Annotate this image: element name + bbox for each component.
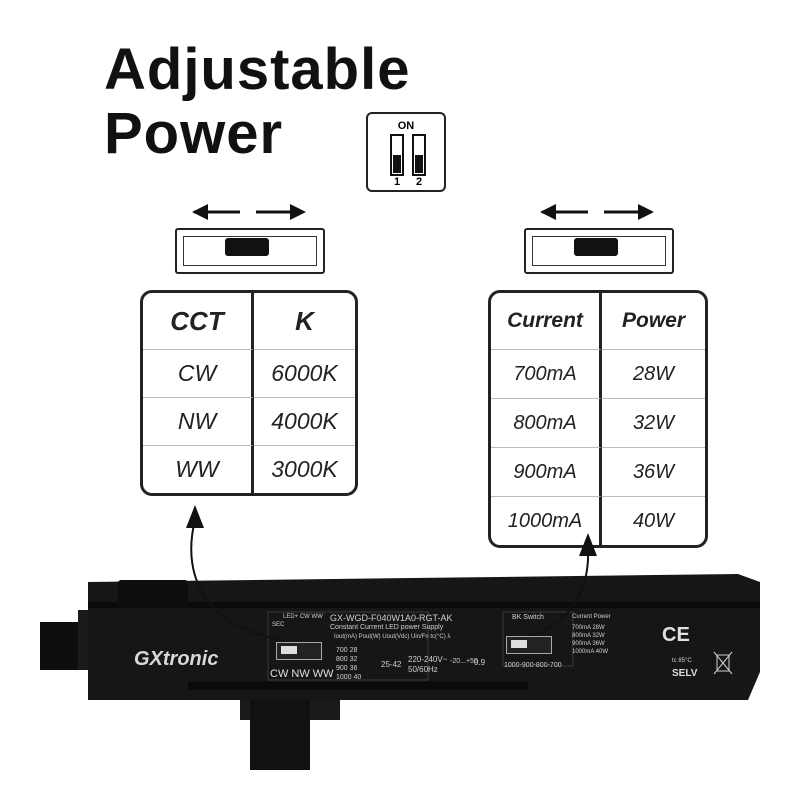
- cct-slide-knob[interactable]: [225, 238, 269, 256]
- driver-vout: 25-42: [381, 660, 402, 669]
- power-slide-knob[interactable]: [574, 238, 618, 256]
- driver-model: GX-WGD-F040W1A0-RGT-AK: [330, 613, 453, 623]
- driver-cct-switch-labels: CW NW WW: [270, 668, 334, 680]
- driver-mini-header: Current Power: [572, 614, 611, 620]
- right-bidirectional-arrow-icon: [540, 204, 654, 220]
- table-row: CW 6000K: [143, 350, 355, 398]
- power-cell: 36W: [602, 448, 705, 497]
- cct-cell: NW: [143, 398, 254, 446]
- driver-pf: 0.9: [474, 658, 486, 667]
- driver-brand-logo: GXtronic: [134, 648, 219, 670]
- driver-freq: 50/60Hz: [408, 665, 438, 674]
- driver-power-switch[interactable]: [506, 636, 552, 654]
- driver-temp: -20...+50: [450, 658, 478, 665]
- cct-cell: WW: [143, 446, 254, 493]
- table-row: WW 3000K: [143, 446, 355, 493]
- dip-num-2: 2: [416, 176, 423, 188]
- dip-switch-1: [390, 134, 404, 176]
- driver-bk-values: 1000-900-800-700: [504, 662, 562, 669]
- dip-switch-icon: ON 1 2: [366, 112, 446, 192]
- selv-mark: SELV: [672, 668, 698, 679]
- table-row: NW 4000K: [143, 398, 355, 446]
- dip-switch-2: [412, 134, 426, 176]
- driver-sec-label: SEC: [272, 622, 285, 628]
- track-adapter-foot: [250, 700, 310, 770]
- table-row: 1000mA 40W: [491, 497, 705, 545]
- headline: Adjustable Power: [104, 38, 411, 166]
- power-cell: 40W: [632, 509, 675, 532]
- driver-tc-label: tc 85°C: [672, 658, 692, 664]
- cct-cell: CW: [143, 350, 254, 398]
- table-row: 800mA 32W: [491, 399, 705, 448]
- driver-subtitle: Constant Current LED power Supply: [330, 624, 444, 631]
- power-slide-switch[interactable]: [524, 228, 674, 274]
- dip-on-label: ON: [397, 120, 415, 132]
- driver-spec-rows: 700 28 800 32 900 36 1000 40: [336, 647, 362, 681]
- headline-line-1: Adjustable: [104, 37, 411, 102]
- k-cell: 6000K: [254, 350, 355, 398]
- ce-mark-icon: CE: [662, 624, 690, 646]
- power-cell: 32W: [602, 399, 705, 448]
- table-row: 900mA 36W: [491, 448, 705, 497]
- weee-bin-icon: [713, 651, 733, 675]
- table-row: 700mA 28W: [491, 350, 705, 399]
- driver-mini-table: 700mA 28W 800mA 32W 900mA 36W 1000mA 40W: [572, 625, 609, 655]
- driver-vin: 220-240V~: [408, 655, 448, 664]
- driver-spec-headers: Iout(mA) Pout(W) Uout(Vdc) Uin/Fn tc(°C)…: [334, 634, 451, 640]
- k-header: K: [254, 293, 355, 350]
- current-cell: 900mA: [491, 448, 602, 497]
- k-cell: 4000K: [254, 398, 355, 446]
- power-table: Current Power 700mA 28W 800mA 32W 900mA …: [488, 290, 708, 548]
- driver-cct-switch[interactable]: [276, 642, 322, 660]
- current-cell: 1000mA: [491, 497, 602, 545]
- cct-header: CCT: [143, 293, 254, 350]
- cct-table: CCT K CW 6000K NW 4000K WW 3000K: [140, 290, 358, 496]
- current-header: Current: [491, 293, 602, 350]
- driver-bk-switch-label: BK Switch: [512, 614, 544, 621]
- current-cell: 800mA: [491, 399, 602, 448]
- left-bidirectional-arrow-icon: [192, 204, 306, 220]
- k-cell: 3000K: [271, 456, 338, 482]
- driver-led-labels: LED+ CW WW: [283, 614, 323, 620]
- power-header: Power: [602, 293, 705, 350]
- cct-slide-switch[interactable]: [175, 228, 325, 274]
- dip-num-1: 1: [394, 176, 401, 188]
- current-cell: 700mA: [491, 350, 602, 399]
- power-cell: 28W: [602, 350, 705, 399]
- headline-line-2: Power: [104, 101, 284, 166]
